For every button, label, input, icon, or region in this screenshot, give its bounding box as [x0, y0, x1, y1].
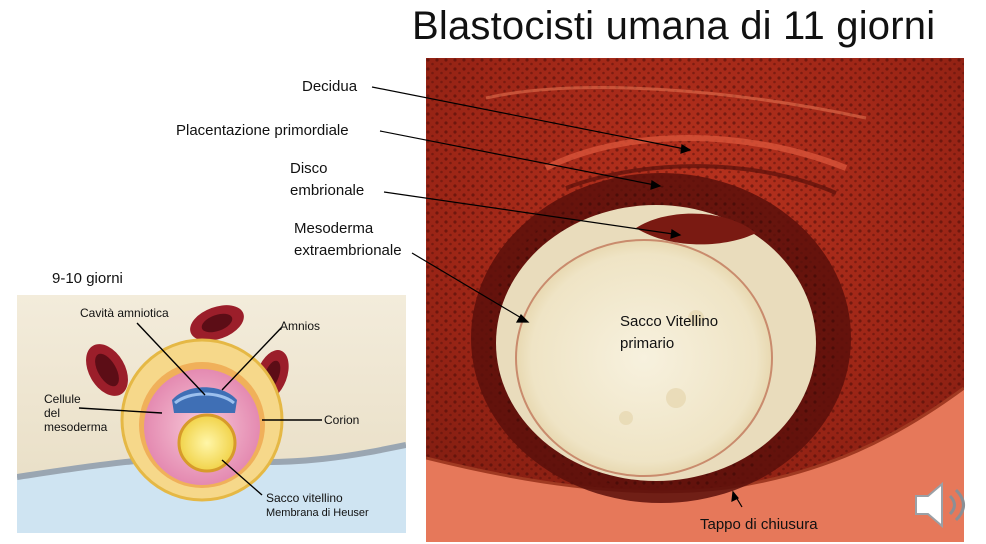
inset-label-heuser: Membrana di Heuser: [266, 507, 369, 519]
inset-label-cellule-3: mesoderma: [44, 420, 108, 434]
inset-label-amnios: Amnios: [280, 319, 321, 333]
label-tappo: Tappo di chiusura: [700, 516, 818, 533]
inset-label-sacco-vitellino: Sacco vitellino: [266, 491, 343, 505]
label-disco-1: Disco: [290, 160, 328, 177]
slide-title: Blastocisti umana di 11 giorni: [412, 4, 936, 48]
label-mesoderma-1: Mesoderma: [294, 220, 374, 237]
label-placentazione: Placentazione primordiale: [176, 122, 349, 139]
label-sacco-1: Sacco Vitellino: [620, 313, 719, 330]
label-decidua: Decidua: [302, 78, 358, 95]
speaker-icon[interactable]: [910, 478, 972, 532]
inset-heading: 9-10 giorni: [52, 270, 123, 287]
inset-label-cellule-2: del: [44, 406, 61, 420]
inset-label-cellule-1: Cellule: [44, 392, 81, 406]
label-sacco-2: primario: [620, 335, 675, 352]
inset-diagram: [17, 295, 406, 533]
label-mesoderma-2: extraembrionale: [294, 242, 402, 259]
histology-micrograph: [426, 58, 964, 542]
inset-label-corion: Corion: [324, 413, 360, 427]
inset-label-cavita: Cavità amniotica: [80, 306, 169, 320]
label-disco-2: embrionale: [290, 182, 365, 199]
